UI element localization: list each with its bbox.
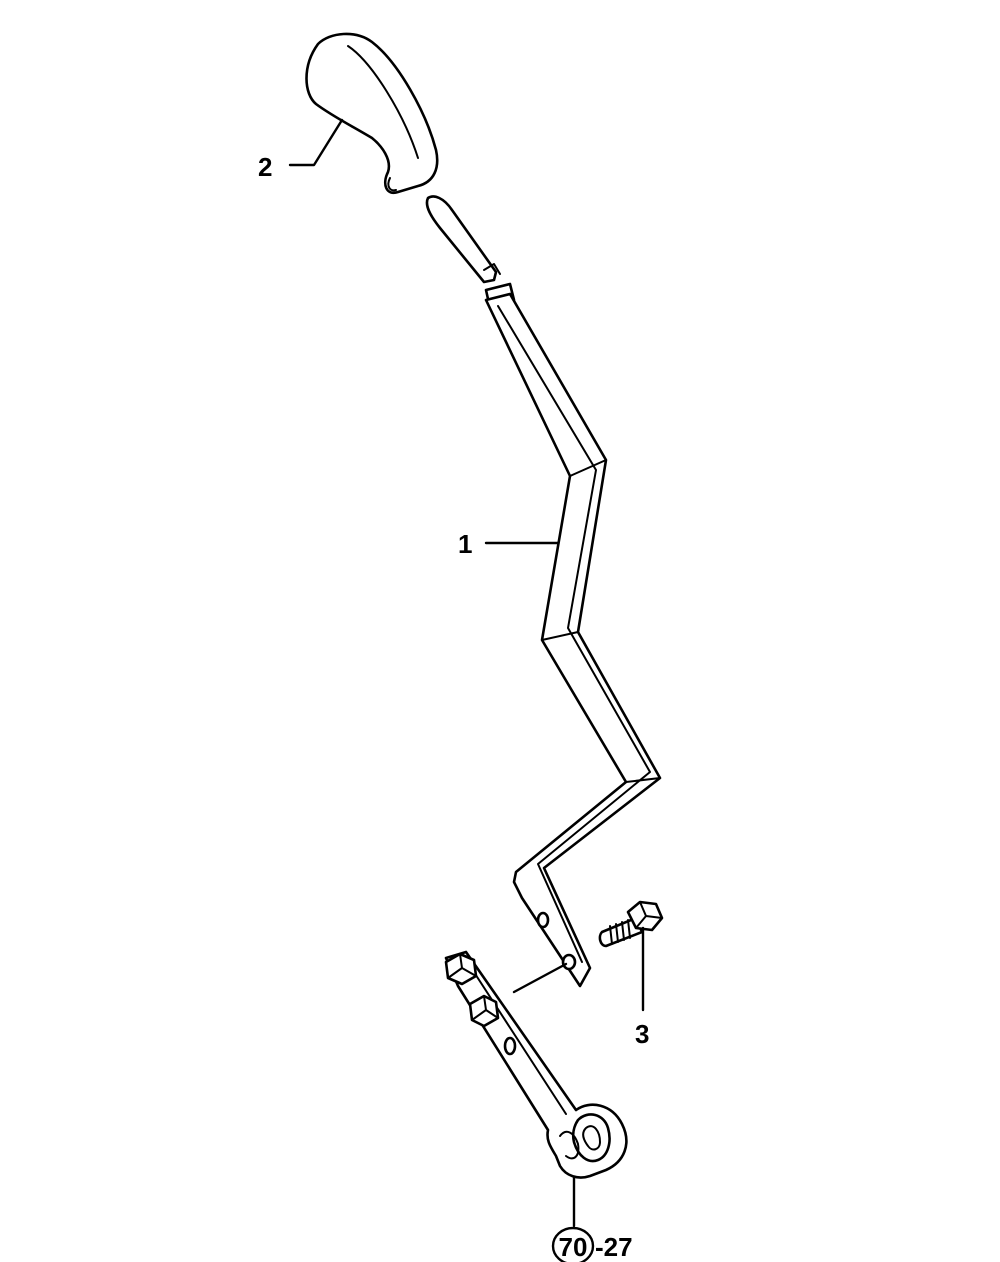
shift-lever-part[interactable] — [425, 195, 662, 988]
reference-circle-number: 70 — [559, 1232, 588, 1262]
leader-line-knob — [288, 118, 344, 167]
reference-suffix: -27 — [595, 1232, 633, 1262]
leader-line-bracket — [512, 962, 568, 994]
bolt-part[interactable] — [598, 900, 664, 948]
bracket-link-part[interactable] — [444, 950, 628, 1179]
knob-part[interactable] — [305, 32, 439, 195]
callout-label-lever: 1 — [458, 529, 472, 559]
reference-callout: 70 -27 — [551, 1226, 633, 1262]
callout-label-bolt: 3 — [635, 1019, 649, 1049]
callout-label-knob: 2 — [258, 152, 272, 182]
reference-circle — [551, 1226, 595, 1262]
